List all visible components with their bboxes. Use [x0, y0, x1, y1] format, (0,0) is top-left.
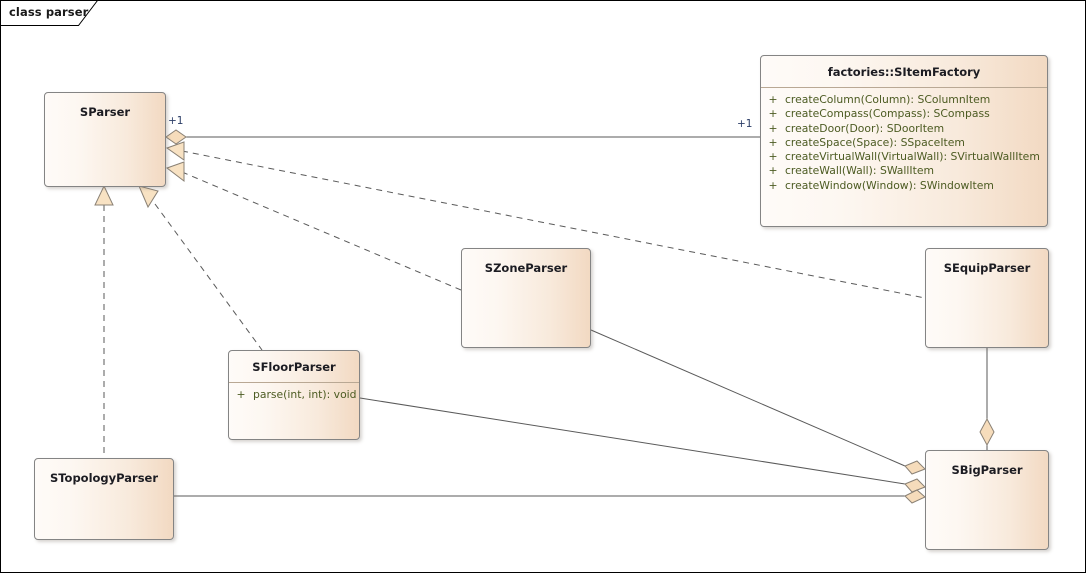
multiplicity-label-source: +1	[168, 115, 184, 127]
operation-row: + createWall(Wall): SWallItem	[761, 164, 1047, 178]
operation-row: + createSpace(Space): SSpaceItem	[761, 136, 1047, 150]
operation-visibility: +	[768, 93, 778, 106]
operation-visibility: +	[768, 121, 778, 135]
operation-signature: createWall(Wall): SWallItem	[785, 164, 934, 178]
operation-row: + createWindow(Window): SWindowItem	[761, 179, 1047, 193]
class-name-sitemfactory: factories::SItemFactory	[761, 56, 1047, 88]
operation-signature: createCompass(Compass): SCompass	[785, 107, 990, 121]
operation-visibility: +	[768, 178, 778, 192]
operation-signature: parse(int, int): void	[253, 388, 357, 401]
diagram-frame-tab: class parser	[0, 0, 98, 26]
operation-visibility: +	[236, 388, 246, 401]
class-name-stopologyparser: STopologyParser	[49, 471, 159, 485]
class-box-sfloorparser[interactable]: SFloorParser + parse(int, int): void	[228, 350, 360, 440]
operation-signature: createVirtualWall(VirtualWall): SVirtual…	[785, 150, 1040, 164]
operation-row: + createVirtualWall(VirtualWall): SVirtu…	[761, 150, 1047, 164]
class-name-sparser: SParser	[79, 105, 131, 119]
operation-row: + parse(int, int): void	[229, 388, 359, 402]
operation-visibility: +	[768, 135, 778, 149]
class-name-szoneparser: SZoneParser	[484, 261, 568, 275]
class-box-sbigparser[interactable]: SBigParser	[925, 450, 1049, 550]
operation-signature: createColumn(Column): SColumnItem	[785, 93, 991, 106]
connector-sbigparser-sequipparser	[979, 348, 995, 450]
diagram-frame-label: class parser	[9, 5, 89, 19]
class-box-sparser[interactable]: SParser	[44, 92, 166, 187]
operation-visibility: +	[768, 164, 778, 178]
operation-row: + createDoor(Door): SDoorItem	[761, 122, 1047, 136]
connector-sbigparser-szoneparser	[590, 329, 926, 475]
connector-stopologyparser-sparser	[94, 184, 114, 458]
operation-row: + createCompass(Compass): SCompass	[761, 107, 1047, 121]
operation-visibility: +	[768, 107, 778, 121]
class-box-stopologyparser[interactable]: STopologyParser	[34, 458, 174, 540]
operation-signature: createWindow(Window): SWindowItem	[785, 178, 994, 192]
operations-sfloorparser: + parse(int, int): void	[229, 383, 359, 402]
connector-sbigparser-stopologyparser	[174, 489, 926, 504]
operations-sitemfactory: + createColumn(Column): SColumnItem + cr…	[761, 88, 1047, 193]
class-name-sfloorparser: SFloorParser	[229, 351, 359, 383]
operation-signature: createSpace(Space): SSpaceItem	[785, 135, 965, 149]
connector-sparser-sitemfactory	[165, 129, 760, 145]
connector-sfloorparser-sparser	[138, 185, 263, 351]
connector-sbigparser-sfloorparser	[359, 397, 926, 493]
class-box-sitemfactory[interactable]: factories::SItemFactory + createColumn(C…	[760, 55, 1048, 227]
class-box-szoneparser[interactable]: SZoneParser	[461, 248, 591, 348]
operation-visibility: +	[768, 150, 778, 164]
connector-szoneparser-sparser	[165, 161, 462, 291]
class-box-sequipparser[interactable]: SEquipParser	[925, 248, 1049, 348]
class-name-sbigparser: SBigParser	[951, 463, 1023, 477]
operation-signature: createDoor(Door): SDoorItem	[785, 121, 945, 135]
operation-row: + createColumn(Column): SColumnItem	[761, 93, 1047, 107]
class-name-sequipparser: SEquipParser	[943, 261, 1031, 275]
multiplicity-label-target: +1	[737, 118, 753, 130]
